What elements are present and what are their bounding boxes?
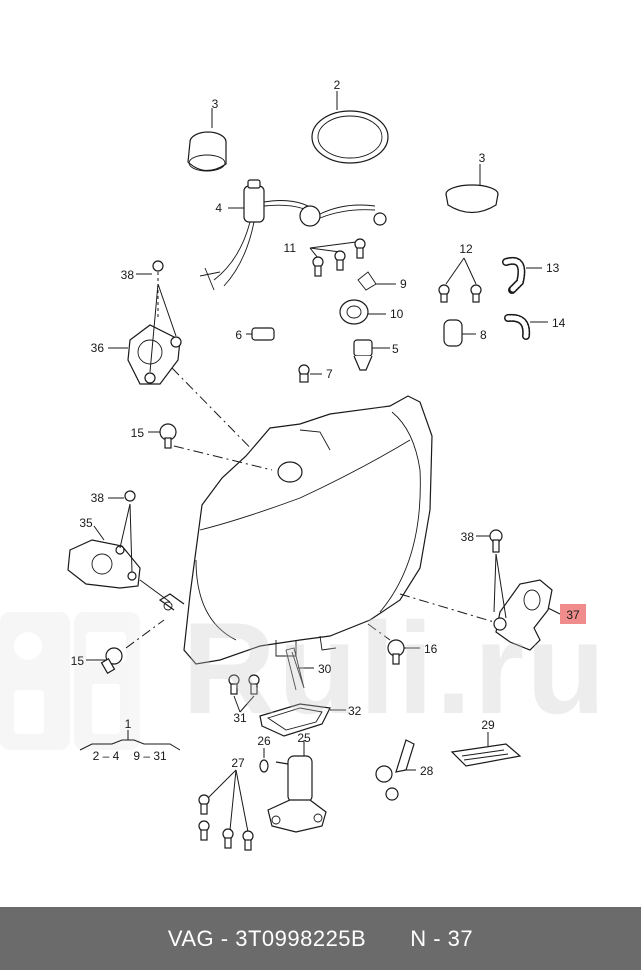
part-37-bracket [399, 579, 561, 651]
callout-16: 16 [424, 642, 438, 656]
callout-3-left: 3 [212, 97, 219, 111]
part-28-bracket [375, 739, 416, 801]
part-27-screws [198, 769, 254, 851]
part-7-small-bulb [298, 364, 322, 383]
part-10-bulb-holder [339, 299, 386, 325]
callout-2-4: 2 – 4 [93, 749, 120, 763]
callout-28: 28 [420, 764, 434, 778]
callout-9-31: 9 – 31 [133, 749, 167, 763]
callout-12: 12 [459, 242, 473, 256]
part-29-cover [450, 732, 522, 767]
callout-27: 27 [231, 756, 245, 770]
part-6-bulb-socket [246, 327, 275, 341]
part-15-screw-top [148, 423, 273, 471]
part-15-screw-lower [86, 619, 165, 675]
callout-25: 25 [297, 731, 311, 745]
part-3-ring-right [445, 164, 499, 214]
exploded-parts-diagram: 3 2 3 4 11 12 13 38 9 10 14 8 6 36 5 7 1… [0, 78, 586, 851]
callout-32: 32 [348, 704, 362, 718]
part-36-bracket [108, 324, 273, 471]
callout-2: 2 [334, 78, 341, 92]
part-8-grommet [443, 319, 476, 347]
part-9-clip [357, 271, 396, 291]
headlamp-housing [158, 395, 433, 665]
part-14-hose [504, 313, 548, 340]
callout-5: 5 [392, 342, 399, 356]
part-38-screw-right [476, 529, 507, 619]
part-4-wiring-harness [199, 179, 387, 291]
part-31-screws [228, 674, 260, 713]
callout-8: 8 [480, 328, 487, 342]
callout-26: 26 [257, 734, 271, 748]
part-12-screws [438, 257, 482, 303]
callout-15-lower: 15 [71, 654, 85, 668]
part-30-wire-clip [285, 647, 314, 691]
callout-38-top: 38 [121, 268, 135, 282]
part-16-screw [367, 623, 420, 665]
part-38-screw-top [136, 260, 177, 373]
part-38-screw-left [108, 490, 136, 573]
part-5-bulb [353, 339, 390, 371]
watermark-icons [0, 612, 140, 750]
callout-30: 30 [318, 662, 332, 676]
callout-38-left: 38 [91, 491, 105, 505]
callout-38-right: 38 [461, 530, 475, 544]
callout-15-top: 15 [131, 426, 145, 440]
callout-1: 1 [125, 717, 132, 731]
part-35-bracket [67, 525, 171, 603]
callout-13: 13 [546, 261, 560, 275]
callout-4: 4 [215, 201, 222, 215]
callout-14: 14 [552, 316, 566, 330]
callout-31: 31 [233, 711, 247, 725]
callout-labels: 3 2 3 4 11 12 13 38 9 10 14 8 6 36 5 7 1… [71, 78, 586, 778]
callout-37: 37 [566, 608, 580, 622]
assembly-group-1-bracket [79, 730, 181, 751]
callout-6: 6 [235, 328, 242, 342]
footer-position: N - 37 [410, 925, 474, 951]
callout-10: 10 [390, 307, 404, 321]
footer-part-number: VAG - 3T0998225B [167, 925, 367, 951]
callout-3-right: 3 [479, 151, 486, 165]
watermark-text: Ruli.ru [182, 595, 608, 741]
callout-11: 11 [284, 241, 297, 255]
callout-36: 36 [91, 341, 105, 355]
footer-bar: VAG - 3T0998225B N - 37 [0, 907, 641, 970]
part-2-seal-ring [311, 91, 389, 164]
part-25-nozzle [267, 740, 327, 833]
callout-7: 7 [326, 367, 333, 381]
part-13-hose [502, 257, 542, 294]
part-11-screws [309, 238, 366, 277]
callout-9: 9 [400, 277, 407, 291]
part-3-ring-left [187, 108, 227, 172]
callout-35: 35 [79, 516, 93, 530]
callout-37-highlight [560, 604, 586, 624]
callout-29: 29 [481, 718, 495, 732]
part-26-o-ring [259, 748, 269, 773]
part-32-gasket [259, 703, 346, 737]
